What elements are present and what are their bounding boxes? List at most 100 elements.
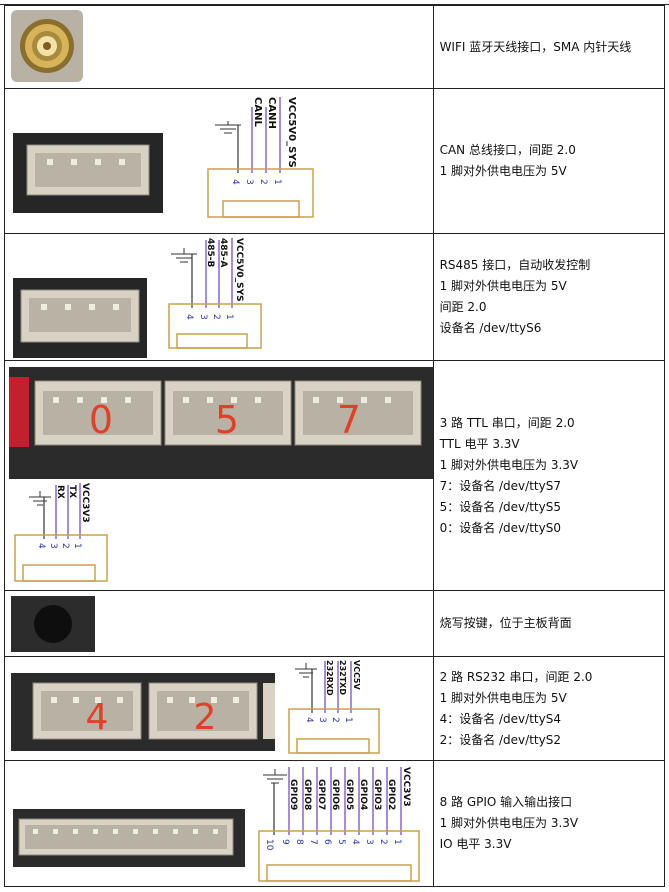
can-pinout-diagram: 4 3 2 1 CANL CANH VCC5V0_SYS — [205, 95, 323, 225]
image-cell-gpio: 10 9 8 7 6 5 4 3 2 1 GPIO9 GPIO8 GPIO7 G… — [4, 760, 434, 887]
desc-line: 1 脚对外供电电压为 5V — [439, 279, 567, 293]
table-row: 烧写按键，位于主板背面 — [4, 590, 666, 657]
desc-line: 烧写按键，位于主板背面 — [439, 616, 572, 630]
pin-number: 3 — [364, 839, 374, 845]
pin-label: VCC5V0_SYS — [234, 238, 244, 302]
desc-cell-gpio: 8 路 GPIO 输入输出接口 1 脚对外供电电压为 3.3V IO 电平 3.… — [432, 760, 666, 887]
desc-line: CAN 总线接口，间距 2.0 — [439, 143, 576, 157]
pin-number: 4 — [230, 179, 240, 185]
desc-cell-ttl: 3 路 TTL 串口，间距 2.0 TTL 电平 3.3V 1 脚对外供电电压为… — [432, 360, 666, 591]
table-row: WIFI 蓝牙天线接口，SMA 内针天线 — [4, 5, 666, 89]
sma-connector-photo — [11, 10, 83, 82]
image-cell-can: 4 3 2 1 CANL CANH VCC5V0_SYS — [4, 88, 434, 234]
pin-number: 3 — [48, 543, 58, 549]
rs232-connector-photo: 4 2 — [11, 673, 275, 751]
pin-number: 8 — [294, 839, 304, 845]
desc-line: 7：设备名 /dev/ttyS7 — [439, 478, 561, 493]
rs485-connector-photo — [13, 278, 147, 358]
pin-label: RX — [55, 485, 65, 499]
image-cell-rs232: 4 2 4 3 2 — [4, 656, 434, 761]
desc-line: TTL 电平 3.3V — [439, 436, 520, 451]
pin-label: GPIO8 — [302, 779, 312, 810]
desc-line: 设备名 /dev/ttyS6 — [439, 321, 542, 335]
pin-number: 6 — [322, 839, 332, 845]
table-row: 4 2 4 3 2 — [4, 656, 666, 761]
rs232-pinout-diagram: 4 3 2 1 232RXD 232TXD VCC5V — [285, 659, 385, 757]
desc-line: 2：设备名 /dev/ttyS2 — [439, 732, 561, 747]
flash-button-photo — [11, 596, 95, 652]
gpio-connector-photo — [13, 809, 245, 867]
desc-line: 8 路 GPIO 输入输出接口 — [439, 795, 573, 809]
pin-number: 2 — [60, 543, 70, 549]
pin-number: 4 — [350, 839, 360, 845]
table-row: 4 3 2 1 CANL CANH VCC5V0_SYS CAN 总线接口，间距… — [4, 88, 666, 234]
pin-number: 3 — [198, 314, 208, 320]
pin-number: 1 — [72, 543, 82, 549]
desc-line: IO 电平 3.3V — [439, 837, 512, 851]
ttl-pinout-diagram: 4 3 2 1 RX TX VCC3V3 — [11, 481, 115, 587]
pin-number: 1 — [343, 717, 353, 723]
desc-line: 2 路 RS232 串口，间距 2.0 — [439, 669, 593, 684]
top-border — [0, 0, 669, 6]
port-number-4: 4 — [86, 697, 109, 738]
desc-cell-rs232: 2 路 RS232 串口，间距 2.0 1 脚对外供电电压为 5V 4：设备名 … — [432, 656, 666, 761]
pin-label: 485-B — [205, 238, 215, 268]
port-number-2: 2 — [194, 697, 217, 738]
pin-label: GPIO3 — [372, 779, 382, 810]
pin-label: CANH — [266, 97, 277, 129]
pin-number: 3 — [317, 717, 327, 723]
can-connector-photo — [13, 133, 163, 213]
pin-label: TX — [67, 485, 77, 498]
image-cell-button — [4, 590, 434, 657]
desc-cell-can: CAN 总线接口，间距 2.0 1 脚对外供电电压为 5V — [432, 88, 666, 234]
desc-line: 间距 2.0 — [439, 300, 487, 314]
desc-cell-rs485: RS485 接口，自动收发控制 1 脚对外供电电压为 5V 间距 2.0 设备名… — [432, 233, 666, 361]
pin-number: 2 — [211, 314, 221, 320]
port-number-5: 5 — [215, 398, 239, 442]
pin-number: 2 — [378, 839, 388, 845]
port-number-7: 7 — [337, 398, 361, 442]
desc-line: 4：设备名 /dev/ttyS4 — [439, 711, 561, 726]
desc-line: RS485 接口，自动收发控制 — [439, 258, 591, 272]
pin-number: 1 — [392, 839, 402, 845]
port-number-0: 0 — [89, 398, 113, 442]
pin-number: 4 — [36, 543, 46, 549]
pin-label: 232RXD — [325, 660, 334, 696]
desc-cell-wifi: WIFI 蓝牙天线接口，SMA 内针天线 — [432, 5, 666, 89]
rs485-pinout-diagram: 4 3 2 1 485-B 485-A VCC5V0_SYS — [167, 236, 267, 354]
pin-label: GPIO5 — [344, 779, 354, 810]
desc-cell-button: 烧写按键，位于主板背面 — [432, 590, 666, 657]
pin-label: GPIO2 — [386, 779, 396, 810]
pin-label: VCC5V — [352, 660, 361, 691]
pin-label: GPIO4 — [358, 779, 368, 810]
image-cell-wifi — [4, 5, 434, 89]
interface-table: WIFI 蓝牙天线接口，SMA 内针天线 — [4, 5, 666, 887]
pin-label: 232TXD — [338, 660, 347, 695]
desc-line: 0：设备名 /dev/ttyS0 — [439, 520, 561, 535]
table-row: 4 3 2 1 485-B 485-A VCC5V0_SYS RS485 接口，… — [4, 233, 666, 361]
pin-label: VCC3V3 — [80, 483, 90, 523]
pin-number: 4 — [304, 717, 314, 723]
pin-number: 7 — [308, 839, 318, 845]
pin-number: 5 — [336, 839, 346, 845]
pin-number: 1 — [224, 314, 234, 320]
pin-label: CANL — [252, 97, 263, 127]
pin-label: 485-A — [218, 238, 228, 268]
ttl-connector-photo: 0 5 7 — [9, 367, 433, 479]
pin-number: 3 — [244, 179, 254, 185]
pin-number: 1 — [272, 179, 282, 185]
pin-label: GPIO6 — [330, 779, 340, 810]
desc-line: 1 脚对外供电电压为 3.3V — [439, 457, 579, 472]
pin-number: 2 — [258, 179, 268, 185]
gpio-pinout-diagram: 10 9 8 7 6 5 4 3 2 1 GPIO9 GPIO8 GPIO7 G… — [255, 765, 423, 885]
table-row: 0 5 7 4 3 — [4, 360, 666, 591]
pin-number: 10 — [264, 839, 274, 851]
table-row: 10 9 8 7 6 5 4 3 2 1 GPIO9 GPIO8 GPIO7 G… — [4, 760, 666, 887]
desc-line: 1 脚对外供电电压为 5V — [439, 164, 567, 178]
pin-number: 9 — [280, 839, 290, 845]
pin-label: VCC5V0_SYS — [286, 97, 297, 168]
image-cell-ttl: 0 5 7 4 3 — [4, 360, 434, 591]
pin-label: GPIO9 — [288, 779, 298, 810]
pin-label: GPIO7 — [316, 779, 326, 810]
image-cell-rs485: 4 3 2 1 485-B 485-A VCC5V0_SYS — [4, 233, 434, 361]
